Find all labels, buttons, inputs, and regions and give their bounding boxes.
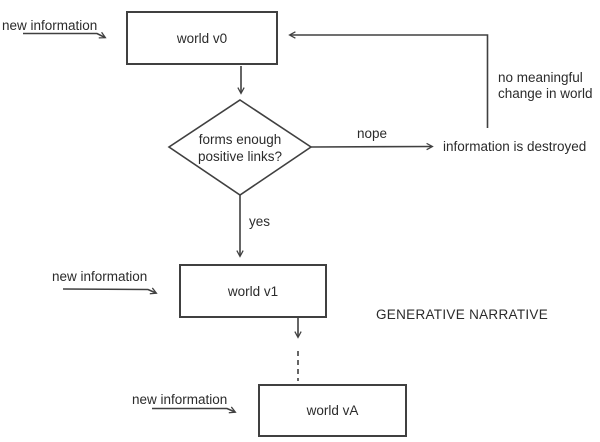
decision-diamond bbox=[167, 99, 313, 196]
new-information-top-label: new information bbox=[2, 18, 98, 33]
new-information-bottom-label: new information bbox=[132, 392, 228, 407]
generative-narrative-title: GENERATIVE NARRATIVE bbox=[376, 307, 549, 322]
information-destroyed-label: information is destroyed bbox=[443, 139, 587, 154]
no-change-label-line1: no meaningful bbox=[498, 70, 583, 85]
decision-label-line1: forms enough bbox=[198, 131, 282, 147]
world-v0-box: world v0 bbox=[126, 11, 278, 65]
world-v0-label: world v0 bbox=[176, 30, 228, 46]
world-vA-box: world vA bbox=[258, 384, 407, 437]
decision-label: forms enough positive links? bbox=[169, 100, 311, 195]
new-information-mid-arrow bbox=[62, 287, 158, 295]
nope-arrow bbox=[310, 142, 434, 151]
new-information-top-arrow bbox=[23, 31, 107, 39]
decision-label-line2: positive links? bbox=[197, 148, 283, 164]
yes-label: yes bbox=[249, 214, 271, 229]
nope-label: nope bbox=[357, 126, 388, 141]
new-information-bottom-arrow bbox=[152, 406, 237, 414]
world-vA-label: world vA bbox=[306, 403, 359, 418]
world-v1-box: world v1 bbox=[179, 264, 327, 318]
world-v1-label: world v1 bbox=[227, 283, 279, 299]
new-information-mid-label: new information bbox=[52, 269, 148, 284]
no-change-label-line2: change in world bbox=[498, 86, 593, 101]
no-change-label: no meaningful change in world bbox=[498, 70, 593, 102]
feedback-loop-arrow bbox=[288, 31, 489, 128]
